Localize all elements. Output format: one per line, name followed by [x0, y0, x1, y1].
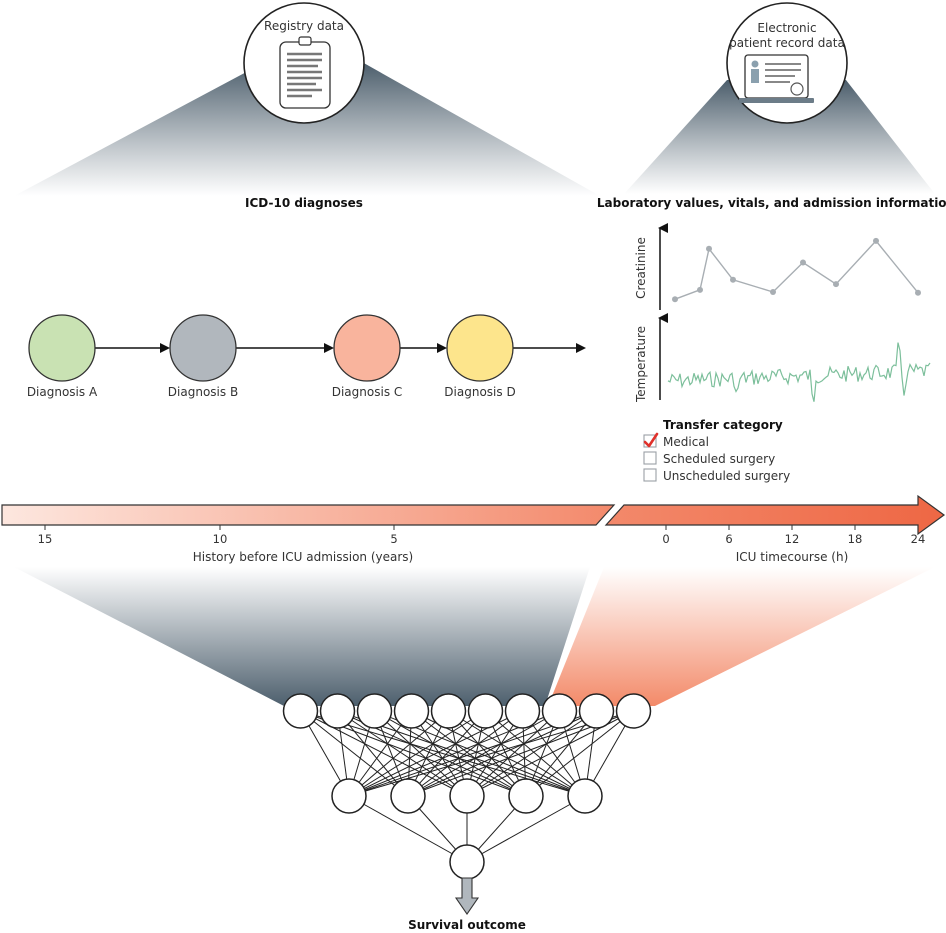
history-time-bar [1, 504, 616, 526]
checkmark-icon [643, 432, 659, 448]
input-node [282, 693, 319, 729]
history-tick-label-15: 15 [38, 532, 53, 546]
input-node [467, 693, 504, 729]
icu-tick-label-0: 0 [662, 532, 669, 546]
output-node [449, 844, 485, 880]
diagnosis-d-label: Diagnosis D [444, 385, 515, 399]
temperature-series-line [667, 342, 931, 402]
diagnosis-timeline: Diagnosis A Diagnosis B Diagnosis C Diag… [27, 314, 586, 399]
electronic-record-icon [726, 2, 848, 124]
input-node [356, 693, 393, 729]
creatinine-axis-label: Creatinine [634, 237, 648, 299]
epr-label-line1: Electronic [757, 21, 816, 35]
diagnosis-a-node [28, 314, 96, 382]
creatinine-point [770, 289, 776, 295]
input-node [541, 693, 578, 729]
registry-data-icon [243, 2, 365, 124]
neural-network [282, 693, 652, 880]
diagnosis-d-node [446, 314, 514, 382]
history-tick-label-5: 5 [390, 532, 397, 546]
network-edge [348, 710, 486, 797]
network-edge [407, 710, 560, 797]
icu-tick-label-18: 18 [848, 532, 863, 546]
diagnosis-c-label: Diagnosis C [332, 385, 403, 399]
creatinine-point [833, 281, 839, 288]
transfer-category: Transfer category Medical Scheduled surg… [643, 418, 790, 483]
network-edge [525, 710, 634, 797]
icu-axis-label: ICU timecourse (h) [736, 550, 849, 564]
registry-data-label: Registry data [264, 19, 344, 33]
network-edge [466, 710, 560, 797]
survival-outcome-label: Survival outcome [408, 918, 526, 932]
history-axis: 15 10 5 History before ICU admission (ye… [38, 525, 413, 564]
input-node [578, 693, 615, 729]
temperature-axis-label: Temperature [634, 326, 648, 403]
network-edge [466, 795, 586, 863]
creatinine-point [730, 276, 736, 283]
network-edge [348, 795, 468, 863]
creatinine-chart: Creatinine [634, 223, 921, 310]
epr-projection-cone [624, 80, 935, 194]
network-nodes [282, 693, 652, 880]
epr-label-line2: patient record data [729, 36, 845, 50]
diagnosis-b-label: Diagnosis B [168, 385, 238, 399]
creatinine-point [697, 286, 703, 293]
diagnosis-c-node [333, 314, 401, 382]
unscheduled-surgery-label: Unscheduled surgery [663, 469, 790, 483]
diagnosis-b-node [169, 314, 237, 382]
network-edge [448, 710, 527, 797]
history-tick-label-10: 10 [213, 532, 228, 546]
network-edge [348, 710, 449, 797]
transfer-category-heading: Transfer category [663, 418, 783, 432]
icu-time-arrow [604, 494, 946, 536]
creatinine-point [873, 237, 879, 244]
creatinine-points [672, 237, 921, 303]
input-node [393, 693, 430, 729]
unscheduled-surgery-checkbox[interactable] [643, 468, 657, 482]
creatinine-point [706, 245, 712, 252]
hidden-node [331, 778, 367, 814]
hidden-node [567, 778, 603, 814]
network-edge [407, 710, 486, 797]
icd-diagnoses-heading: ICD-10 diagnoses [245, 196, 363, 210]
icu-tick-label-6: 6 [725, 532, 732, 546]
hidden-node [508, 778, 544, 814]
network-edge [374, 710, 527, 797]
scheduled-surgery-checkbox[interactable] [643, 451, 657, 465]
creatinine-point [800, 259, 806, 266]
network-edge [411, 710, 527, 797]
registry-projection-cone [14, 62, 600, 196]
input-node [319, 693, 356, 729]
medical-option-label: Medical [663, 435, 709, 449]
output-arrow-icon [454, 877, 480, 915]
network-edge [466, 710, 597, 797]
creatinine-point [915, 289, 921, 296]
network-edge [374, 710, 468, 797]
hidden-node [390, 778, 426, 814]
history-to-network-cone [14, 567, 590, 706]
input-node [615, 693, 652, 729]
network-edge [407, 710, 523, 797]
network-edge [485, 710, 586, 797]
history-axis-label: History before ICU admission (years) [193, 550, 413, 564]
icu-tick-label-24: 24 [911, 532, 926, 546]
icu-tick-label-12: 12 [785, 532, 800, 546]
icu-to-network-cone [548, 567, 935, 706]
temperature-chart: Temperature [634, 313, 931, 403]
diagnosis-a-label: Diagnosis A [27, 385, 98, 399]
icu-axis: 0 6 12 18 24 ICU timecourse (h) [662, 525, 925, 564]
network-edge [448, 710, 586, 797]
hidden-node [449, 778, 485, 814]
lab-values-heading: Laboratory values, vitals, and admission… [597, 196, 946, 210]
input-node [430, 693, 467, 729]
creatinine-point [672, 296, 678, 303]
scheduled-surgery-label: Scheduled surgery [663, 452, 775, 466]
input-node [504, 693, 541, 729]
